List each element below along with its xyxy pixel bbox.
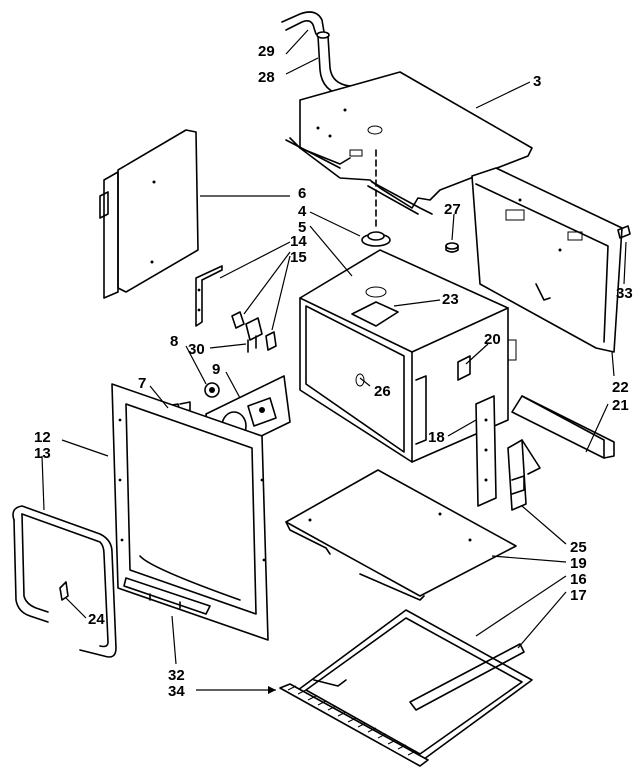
oven-door-frame <box>111 383 269 641</box>
callout-32: 32 <box>168 667 185 684</box>
leader-lines <box>41 29 627 694</box>
grommet-27 <box>445 242 459 253</box>
callout-30: 30 <box>188 341 205 358</box>
callout-24: 24 <box>88 611 105 628</box>
callout-7: 7 <box>138 375 146 392</box>
callout-34: 34 <box>168 683 185 700</box>
washer-8 <box>204 382 220 398</box>
callout-3: 3 <box>533 73 541 90</box>
callout-18: 18 <box>428 429 445 446</box>
callout-8: 8 <box>170 333 178 350</box>
rear-panel <box>471 167 623 353</box>
callout-23: 23 <box>442 291 459 308</box>
callout-6: 6 <box>298 185 306 202</box>
switch-30 <box>245 317 263 353</box>
side-bracket-18 <box>475 395 497 507</box>
callout-16: 16 <box>570 571 587 588</box>
door-latch-bracket <box>195 265 277 351</box>
callout-28: 28 <box>258 69 275 86</box>
callout-22: 22 <box>612 379 629 396</box>
door-gasket <box>12 505 117 658</box>
callout-25: 25 <box>570 539 587 556</box>
callout-29: 29 <box>258 43 275 60</box>
callout-12: 12 <box>34 429 51 446</box>
support-rail-21 <box>511 395 615 459</box>
callout-4: 4 <box>298 203 307 220</box>
callout-13: 13 <box>34 445 51 462</box>
callout-33: 33 <box>616 285 633 302</box>
hinge-32 <box>123 577 211 615</box>
callout-5: 5 <box>298 219 306 236</box>
callout-17: 17 <box>570 587 587 604</box>
clip-24 <box>59 581 69 601</box>
callout-20: 20 <box>484 331 501 348</box>
callout-15: 15 <box>290 249 307 266</box>
left-side-panel <box>99 129 199 299</box>
callout-19: 19 <box>570 555 587 572</box>
callout-21: 21 <box>612 397 629 414</box>
toe-kick-panel <box>279 683 429 767</box>
callout-14: 14 <box>290 233 307 250</box>
callout-labels: 29 28 3 6 4 5 27 14 15 33 23 8 30 20 9 7… <box>34 43 633 700</box>
latch-25 <box>507 439 541 511</box>
screw-33 <box>617 225 631 239</box>
fan-assembly <box>361 149 391 247</box>
callout-26: 26 <box>374 383 391 400</box>
bottom-tray <box>297 609 533 763</box>
callout-27: 27 <box>444 201 461 218</box>
callout-9: 9 <box>212 361 220 378</box>
oven-cavity <box>299 249 517 463</box>
bottom-panel-19 <box>285 469 517 601</box>
